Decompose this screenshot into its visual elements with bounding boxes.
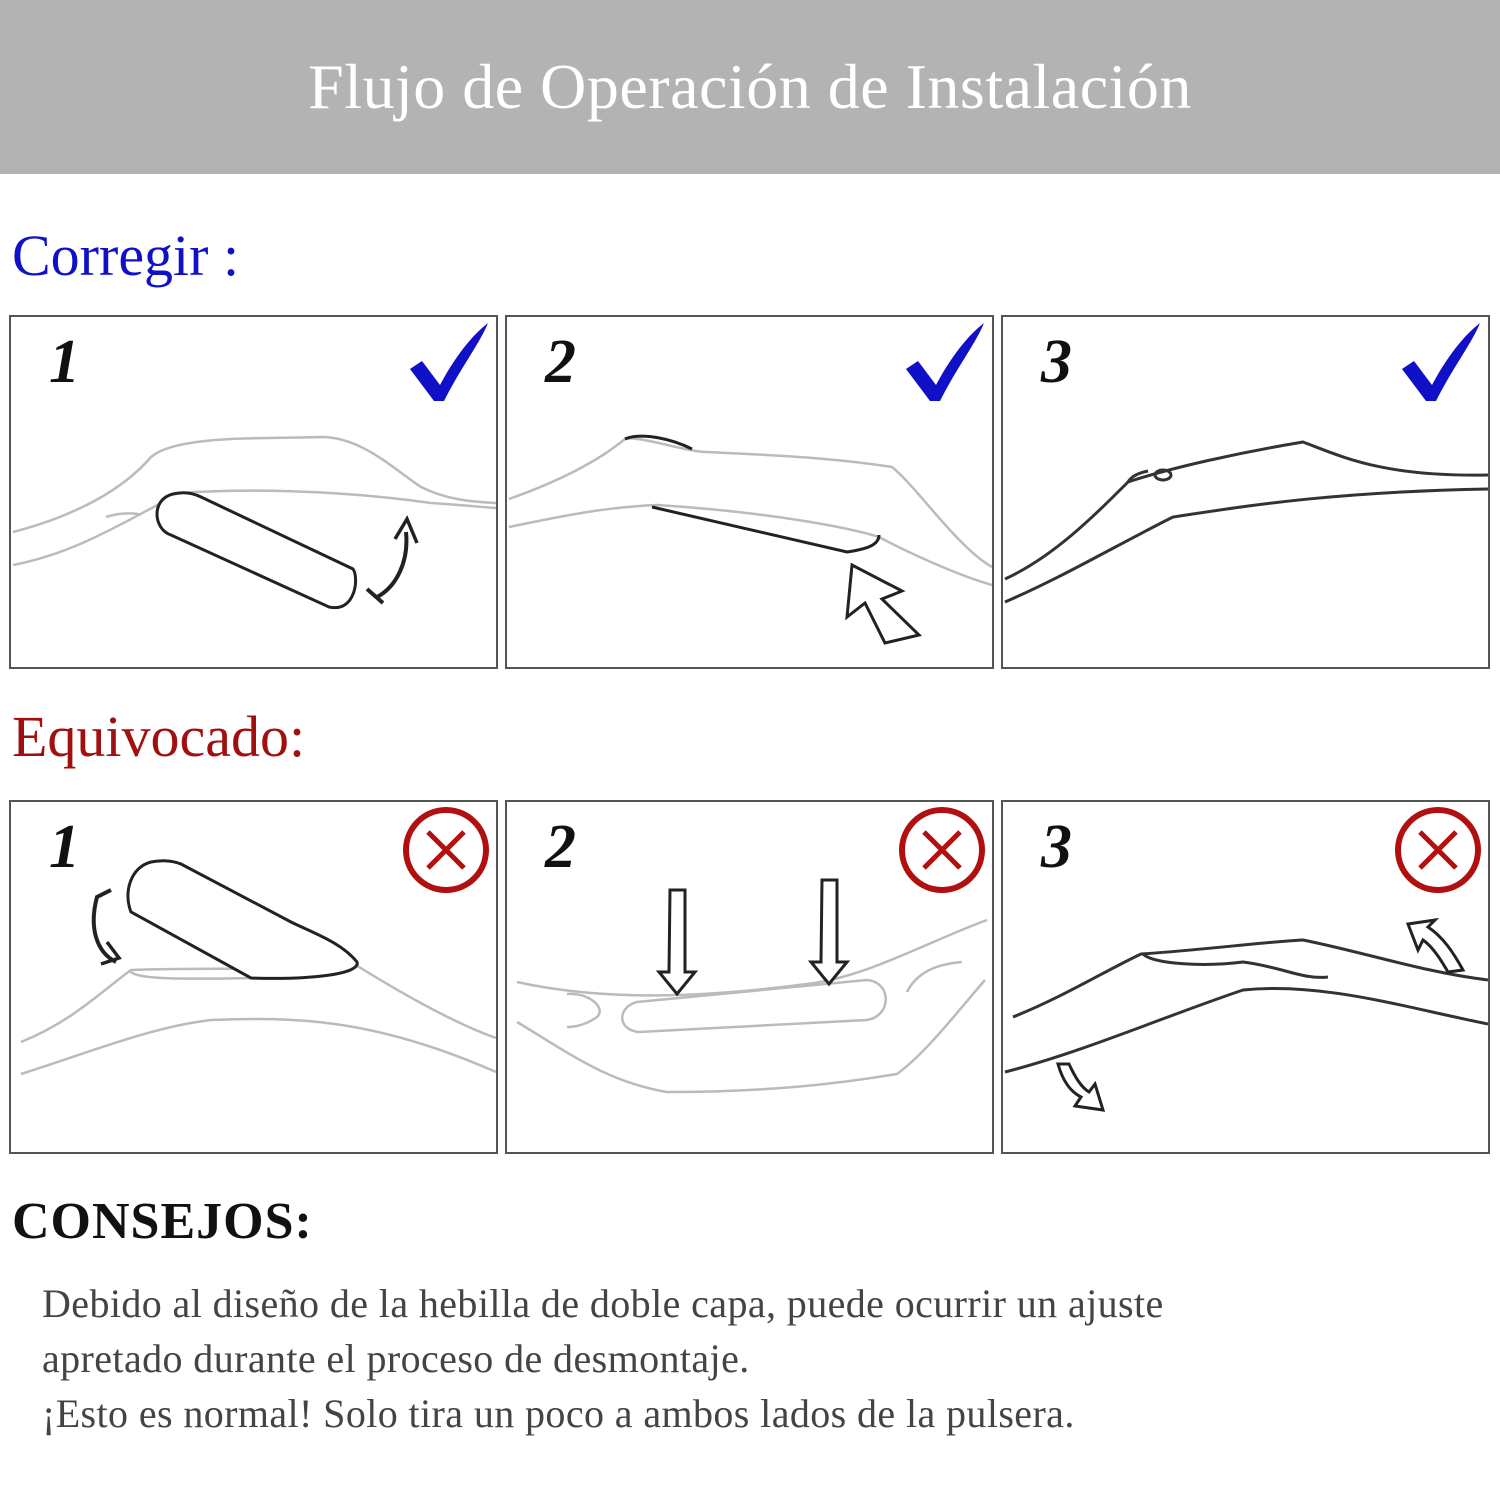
check-icon <box>1402 323 1480 401</box>
band-illustration <box>516 878 988 1094</box>
band-illustration <box>508 434 992 645</box>
tips-line: Debido al diseño de la hebilla de doble … <box>42 1281 1164 1326</box>
step-number: 2 <box>545 328 576 396</box>
correct-step-3-panel: 3 <box>1001 315 1490 669</box>
wrong-section-label: Equivocado: <box>12 704 306 769</box>
correct-step-1-panel: 1 <box>9 315 498 669</box>
page-title: Flujo de Operación de Instalación <box>308 51 1192 122</box>
tips-line: apretado durante el proceso de desmontaj… <box>42 1336 750 1381</box>
cross-icon <box>899 807 985 893</box>
title-banner: Flujo de Operación de Instalación <box>0 0 1500 174</box>
wrong-step-2-panel: 2 <box>505 800 994 1154</box>
correct-section-label: Corregir : <box>12 223 240 288</box>
tips-body: Debido al diseño de la hebilla de doble … <box>42 1276 1472 1441</box>
wrong-step-3-panel: 3 <box>1001 800 1490 1154</box>
step-number: 3 <box>1041 813 1072 881</box>
check-icon <box>410 323 488 401</box>
step-number: 2 <box>545 813 576 881</box>
correct-step-2-panel: 2 <box>505 315 994 669</box>
band-illustration <box>1004 917 1488 1112</box>
step-number: 1 <box>49 813 80 881</box>
cross-icon <box>403 807 489 893</box>
tips-title: CONSEJOS: <box>12 1193 313 1250</box>
tips-line: ¡Esto es normal! Solo tira un poco a amb… <box>42 1391 1075 1436</box>
step-number: 1 <box>49 328 80 396</box>
cross-icon <box>1395 807 1481 893</box>
wrong-step-1-panel: 1 <box>9 800 498 1154</box>
band-illustration <box>20 859 496 1076</box>
check-icon <box>906 323 984 401</box>
band-illustration <box>12 435 496 610</box>
step-number: 3 <box>1041 328 1072 396</box>
band-illustration <box>1004 440 1488 604</box>
